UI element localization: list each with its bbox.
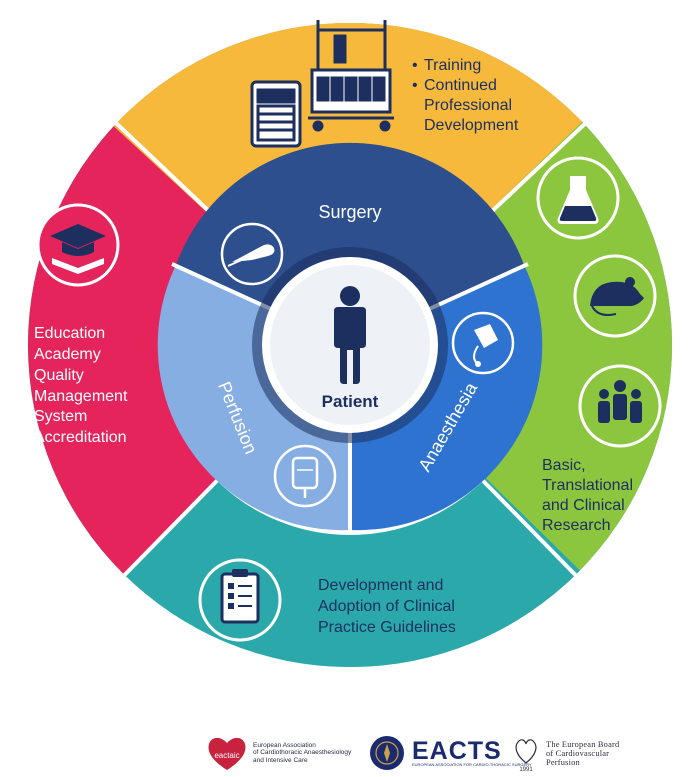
people-group-icon <box>578 364 662 448</box>
bullet: • <box>22 408 28 425</box>
bullet: • <box>22 367 28 384</box>
scalpel-hand-icon <box>220 222 284 286</box>
anaesthesia-mask-icon <box>451 311 515 375</box>
ebcp-year: 1991 <box>519 767 533 773</box>
right-line-2: Translational <box>542 477 633 494</box>
eactaic-name-line: of Cardiothoracic Anaesthesiology <box>253 749 352 757</box>
eacts-subtitle: EUROPEAN ASSOCIATION FOR CARDIO-THORACIC… <box>412 761 532 767</box>
surgery-label: Surgery <box>318 202 381 222</box>
footer-logos: eactaic European Association of Cardioth… <box>0 727 700 777</box>
bottom-line-1: Development and <box>318 577 443 594</box>
eactaic-logo-word: eactaic <box>214 751 239 760</box>
ebcp-name-line: of Cardiovascular <box>546 748 610 758</box>
eactaic-name-line: and Intensive Care <box>253 756 308 764</box>
ebcp-name: The European Board of Cardiovascular Per… <box>546 740 619 767</box>
bullet: • <box>412 77 418 94</box>
top-item-development: Development <box>424 117 519 134</box>
patient-figure-icon <box>334 286 366 384</box>
right-line-1: Basic, <box>542 457 586 474</box>
left-item-accreditation: Accreditation <box>34 429 127 446</box>
eactaic-name-line: European Association <box>253 741 316 749</box>
eacts-word: EACTS <box>412 736 502 765</box>
left-item-system: System <box>34 408 87 425</box>
graduation-cap-icon <box>36 203 120 287</box>
eacts-emblem-icon <box>370 736 404 770</box>
heart-lung-machine-icon <box>250 20 394 148</box>
eacts-wordmark: EACTS EUROPEAN ASSOCIATION FOR CARDIO-TH… <box>412 736 532 768</box>
iv-bag-icon <box>273 444 337 508</box>
right-segment-text: Basic, Translational and Clinical Resear… <box>542 457 633 534</box>
bullet: • <box>22 346 28 363</box>
eactaic-logo: eactaic European Association of Cardioth… <box>205 733 351 773</box>
bullet: • <box>412 57 418 74</box>
right-line-3: and Clinical <box>542 497 625 514</box>
center-label: Patient <box>322 392 379 411</box>
left-item-management: Management <box>34 388 128 405</box>
left-item-education: Education <box>34 325 105 342</box>
bottom-line-3: Practice Guidelines <box>318 619 456 636</box>
left-item-academy: Academy <box>34 346 101 363</box>
bullet: • <box>22 325 28 342</box>
top-item-continued: Continued <box>424 77 497 94</box>
ebcp-heart-icon: 1991 <box>515 739 537 773</box>
top-item-training: Training <box>424 57 481 74</box>
mouse-icon <box>573 254 657 338</box>
eactaic-heart-icon: eactaic <box>208 737 246 770</box>
top-item-professional: Professional <box>424 97 512 114</box>
ebcp-logo: 1991 The European Board of Cardiovascula… <box>512 733 619 773</box>
inner-segment-surgery <box>176 142 524 345</box>
ebcp-name-line: Perfusion <box>546 757 580 767</box>
flask-icon <box>536 156 620 240</box>
clipboard-icon <box>198 558 282 642</box>
bottom-line-2: Adoption of Clinical <box>318 598 455 615</box>
right-line-4: Research <box>542 517 610 534</box>
bottom-segment-text: Development and Adoption of Clinical Pra… <box>318 577 456 636</box>
top-segment-text: • Training • Continued Professional Deve… <box>412 57 519 134</box>
left-item-quality: Quality <box>34 367 84 384</box>
ebcp-name-line: The European Board <box>546 739 620 749</box>
left-segment-text: • Education • Academy • Quality Manageme… <box>22 325 128 446</box>
eactaic-name: European Association of Cardiothoracic A… <box>253 742 351 764</box>
eacts-logo: EACTS EUROPEAN ASSOCIATION FOR CARDIO-TH… <box>368 733 532 773</box>
